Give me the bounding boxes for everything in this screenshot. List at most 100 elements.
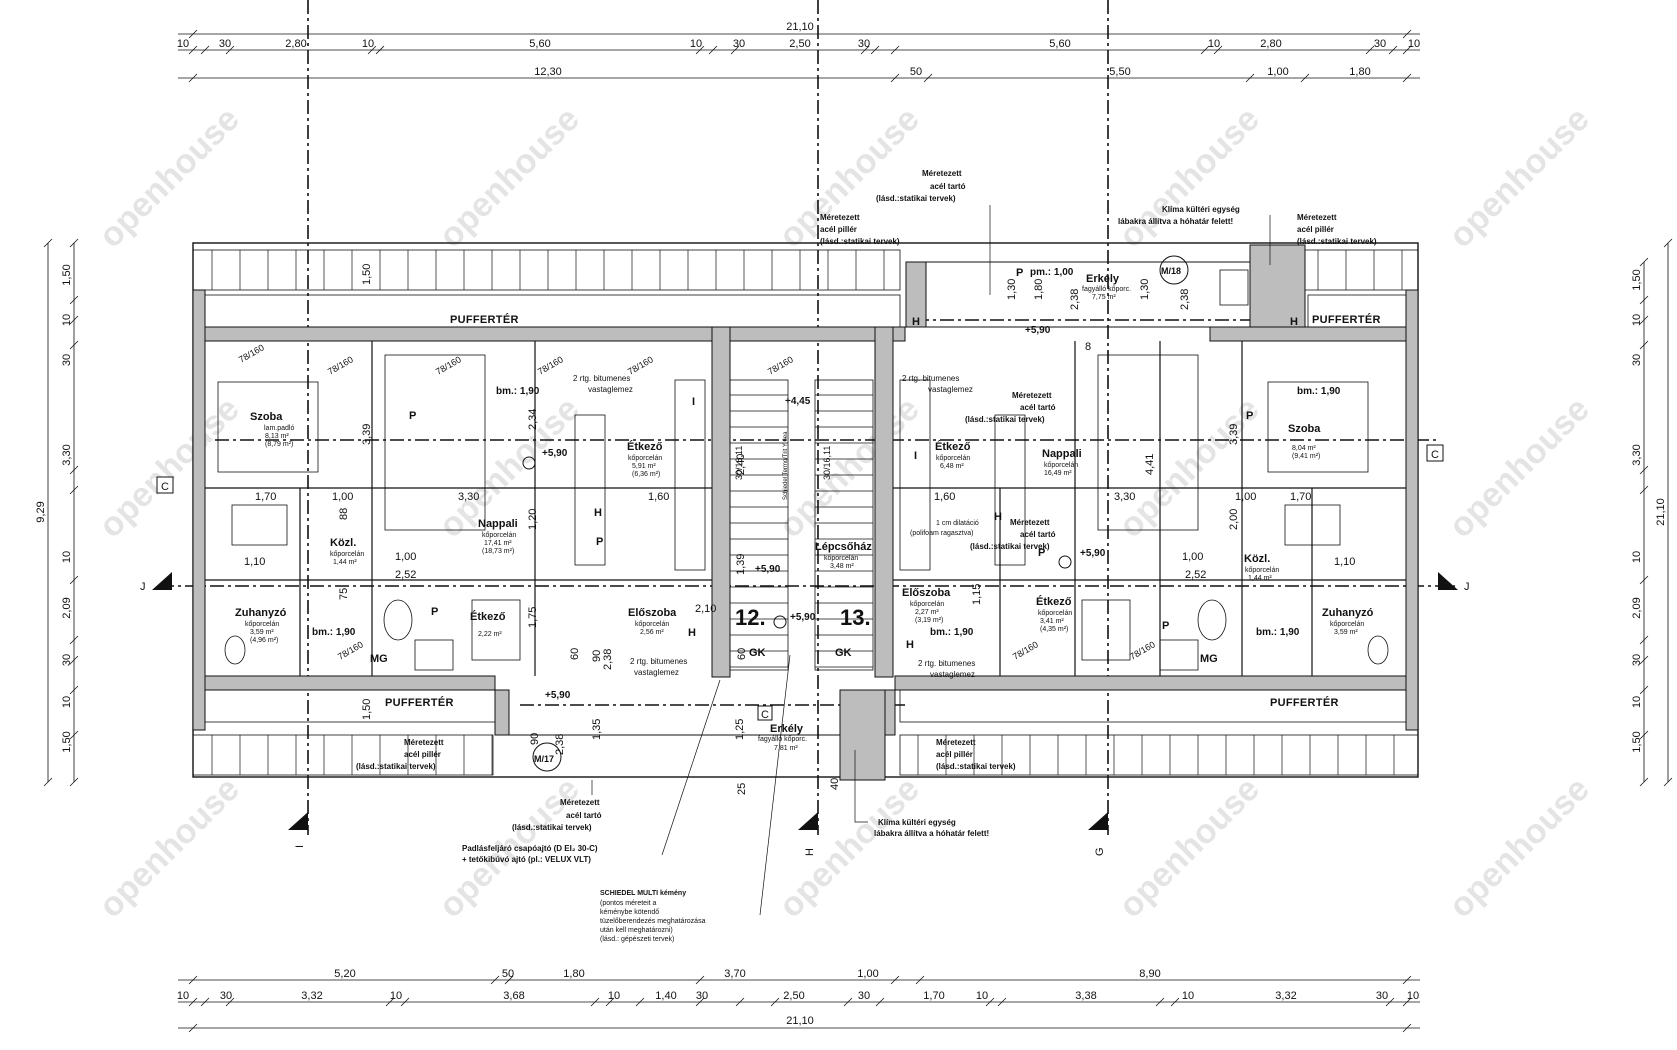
puffer-label: PUFFERTÉR bbox=[385, 696, 454, 709]
svg-text:30/16,11: 30/16,11 bbox=[734, 446, 744, 480]
svg-text:Méretezett: Méretezett bbox=[404, 738, 444, 747]
svg-text:lam.padló: lam.padló bbox=[264, 425, 294, 432]
svg-text:3,68: 3,68 bbox=[503, 990, 524, 1002]
svg-text:3,30: 3,30 bbox=[61, 444, 73, 465]
watermark-text: openhouse bbox=[1112, 770, 1267, 925]
svg-text:(lásd.:statikai tervek): (lásd.:statikai tervek) bbox=[1297, 237, 1377, 246]
svg-text:10: 10 bbox=[608, 990, 620, 1002]
svg-text:2,40: 2,40 bbox=[735, 454, 747, 475]
svg-text:kőporcelán: kőporcelán bbox=[1044, 462, 1078, 469]
svg-text:(9,41 m²): (9,41 m²) bbox=[1292, 453, 1320, 460]
svg-text:Méretezett: Méretezett bbox=[1297, 213, 1337, 222]
svg-text:acél pillér: acél pillér bbox=[936, 750, 973, 759]
svg-text:12,30: 12,30 bbox=[534, 66, 562, 78]
svg-text:fagyálló kőporc.: fagyálló kőporc. bbox=[758, 736, 807, 743]
svg-text:4,41: 4,41 bbox=[1144, 454, 1156, 475]
svg-text:30: 30 bbox=[1376, 990, 1388, 1002]
svg-text:1,50: 1,50 bbox=[361, 264, 373, 285]
svg-text:2 rtg. bitumenes: 2 rtg. bitumenes bbox=[573, 374, 630, 383]
svg-text:1,70: 1,70 bbox=[1290, 491, 1311, 503]
svg-text:1,20: 1,20 bbox=[527, 509, 539, 530]
svg-text:H: H bbox=[804, 848, 816, 856]
svg-text:(4,35 m²): (4,35 m²) bbox=[1040, 626, 1068, 633]
svg-text:1,44 m²: 1,44 m² bbox=[1248, 575, 1272, 582]
svg-text:3,32: 3,32 bbox=[301, 990, 322, 1002]
svg-text:30: 30 bbox=[858, 990, 870, 1002]
svg-text:(4,96 m²): (4,96 m²) bbox=[250, 637, 278, 644]
svg-text:5,20: 5,20 bbox=[334, 968, 355, 980]
svg-text:78/160: 78/160 bbox=[1011, 639, 1040, 661]
svg-text:acél pillér: acél pillér bbox=[820, 225, 857, 234]
svg-text:5,50: 5,50 bbox=[1109, 66, 1130, 78]
svg-text:Szoba: Szoba bbox=[250, 411, 283, 423]
svg-text:78/160: 78/160 bbox=[237, 342, 266, 364]
svg-text:(lásd.:statikai tervek): (lásd.:statikai tervek) bbox=[965, 415, 1045, 424]
svg-text:10: 10 bbox=[177, 990, 189, 1002]
svg-text:5,60: 5,60 bbox=[529, 38, 550, 50]
svg-text:1,50: 1,50 bbox=[1631, 269, 1643, 290]
apartment-number: 13. bbox=[840, 605, 871, 630]
svg-text:10: 10 bbox=[61, 551, 73, 563]
svg-text:3,39: 3,39 bbox=[1228, 424, 1240, 445]
svg-text:2 rtg. bitumenes: 2 rtg. bitumenes bbox=[902, 374, 959, 383]
svg-text:(3,19 m²): (3,19 m²) bbox=[915, 617, 943, 624]
svg-text:(lásd.:statikai tervek): (lásd.:statikai tervek) bbox=[512, 823, 592, 832]
svg-text:1,60: 1,60 bbox=[648, 491, 669, 503]
svg-text:P: P bbox=[1246, 410, 1253, 422]
svg-text:1,80: 1,80 bbox=[563, 968, 584, 980]
right-dimension-lines bbox=[1639, 238, 1673, 787]
svg-text:vastaglemez: vastaglemez bbox=[588, 385, 633, 394]
svg-text:78/160: 78/160 bbox=[434, 354, 463, 376]
svg-text:P: P bbox=[1016, 267, 1023, 279]
svg-text:Előszoba: Előszoba bbox=[902, 587, 951, 599]
svg-text:50: 50 bbox=[502, 968, 514, 980]
watermark-text: openhouse bbox=[92, 770, 247, 925]
svg-text:1,80: 1,80 bbox=[1033, 279, 1045, 300]
svg-text:kőporcelán: kőporcelán bbox=[824, 555, 858, 562]
svg-text:M/17: M/17 bbox=[534, 754, 554, 764]
svg-text:C: C bbox=[161, 481, 169, 493]
staircase bbox=[729, 379, 874, 671]
svg-text:H: H bbox=[594, 507, 602, 519]
svg-text:30: 30 bbox=[1374, 38, 1386, 50]
svg-text:9,29: 9,29 bbox=[35, 501, 47, 522]
svg-text:+5,90: +5,90 bbox=[790, 612, 816, 623]
inner-dimensions: 1,70 1,00 3,30 1,60 1,60 3,30 1,70 1,00 … bbox=[244, 264, 1355, 795]
svg-text:2,09: 2,09 bbox=[61, 597, 73, 618]
svg-text:P: P bbox=[596, 536, 603, 548]
dim-column-left: 9,29 1,50 10 30 3,30 10 2,09 30 10 1,50 bbox=[35, 264, 73, 752]
svg-text:Méretezett: Méretezett bbox=[1010, 518, 1050, 527]
svg-text:Padlásfeljáró csapóajtó (D EI₂: Padlásfeljáró csapóajtó (D EI₂ 30-C) bbox=[462, 844, 598, 853]
svg-text:30: 30 bbox=[733, 38, 745, 50]
svg-text:kőporcelán: kőporcelán bbox=[482, 532, 516, 539]
svg-text:Méretezett: Méretezett bbox=[1012, 391, 1052, 400]
svg-text:(lásd.:statikai tervek): (lásd.:statikai tervek) bbox=[356, 762, 436, 771]
watermark-text: openhouse bbox=[92, 100, 247, 255]
svg-text:P: P bbox=[431, 606, 438, 618]
dim-row-bottom2: 10 30 3,32 10 3,68 10 1,40 30 2,50 30 1,… bbox=[177, 990, 1419, 1002]
svg-text:10: 10 bbox=[976, 990, 988, 1002]
svg-text:SCHIEDEL MULTI kémény: SCHIEDEL MULTI kémény bbox=[600, 890, 686, 897]
svg-text:2,38: 2,38 bbox=[554, 734, 566, 755]
svg-text:1,70: 1,70 bbox=[923, 990, 944, 1002]
svg-text:2,56 m²: 2,56 m² bbox=[640, 629, 664, 636]
svg-text:1,25: 1,25 bbox=[734, 719, 746, 740]
svg-text:kőporcelán: kőporcelán bbox=[628, 455, 662, 462]
svg-text:C: C bbox=[761, 709, 769, 721]
top-dimensions bbox=[178, 29, 1420, 83]
svg-text:3,48 m²: 3,48 m² bbox=[830, 563, 854, 570]
svg-text:kőporcelán: kőporcelán bbox=[245, 621, 279, 628]
dim-row-top2: 12,30 50 5,50 1,00 1,80 bbox=[534, 66, 1370, 78]
svg-text:90: 90 bbox=[529, 733, 541, 745]
svg-text:(18,73 m²): (18,73 m²) bbox=[482, 548, 514, 555]
svg-text:3,30: 3,30 bbox=[458, 491, 479, 503]
svg-text:30/16,11: 30/16,11 bbox=[822, 446, 832, 480]
svg-text:vastaglemez: vastaglemez bbox=[928, 385, 973, 394]
svg-text:3,59 m²: 3,59 m² bbox=[250, 629, 274, 636]
svg-text:1,50: 1,50 bbox=[61, 264, 73, 285]
watermark-text: openhouse bbox=[1442, 100, 1597, 255]
svg-text:17,41 m²: 17,41 m² bbox=[484, 540, 512, 547]
svg-text:1,15: 1,15 bbox=[971, 584, 983, 605]
svg-text:kőporcelán: kőporcelán bbox=[936, 455, 970, 462]
svg-text:16,49 m²: 16,49 m² bbox=[1044, 470, 1072, 477]
